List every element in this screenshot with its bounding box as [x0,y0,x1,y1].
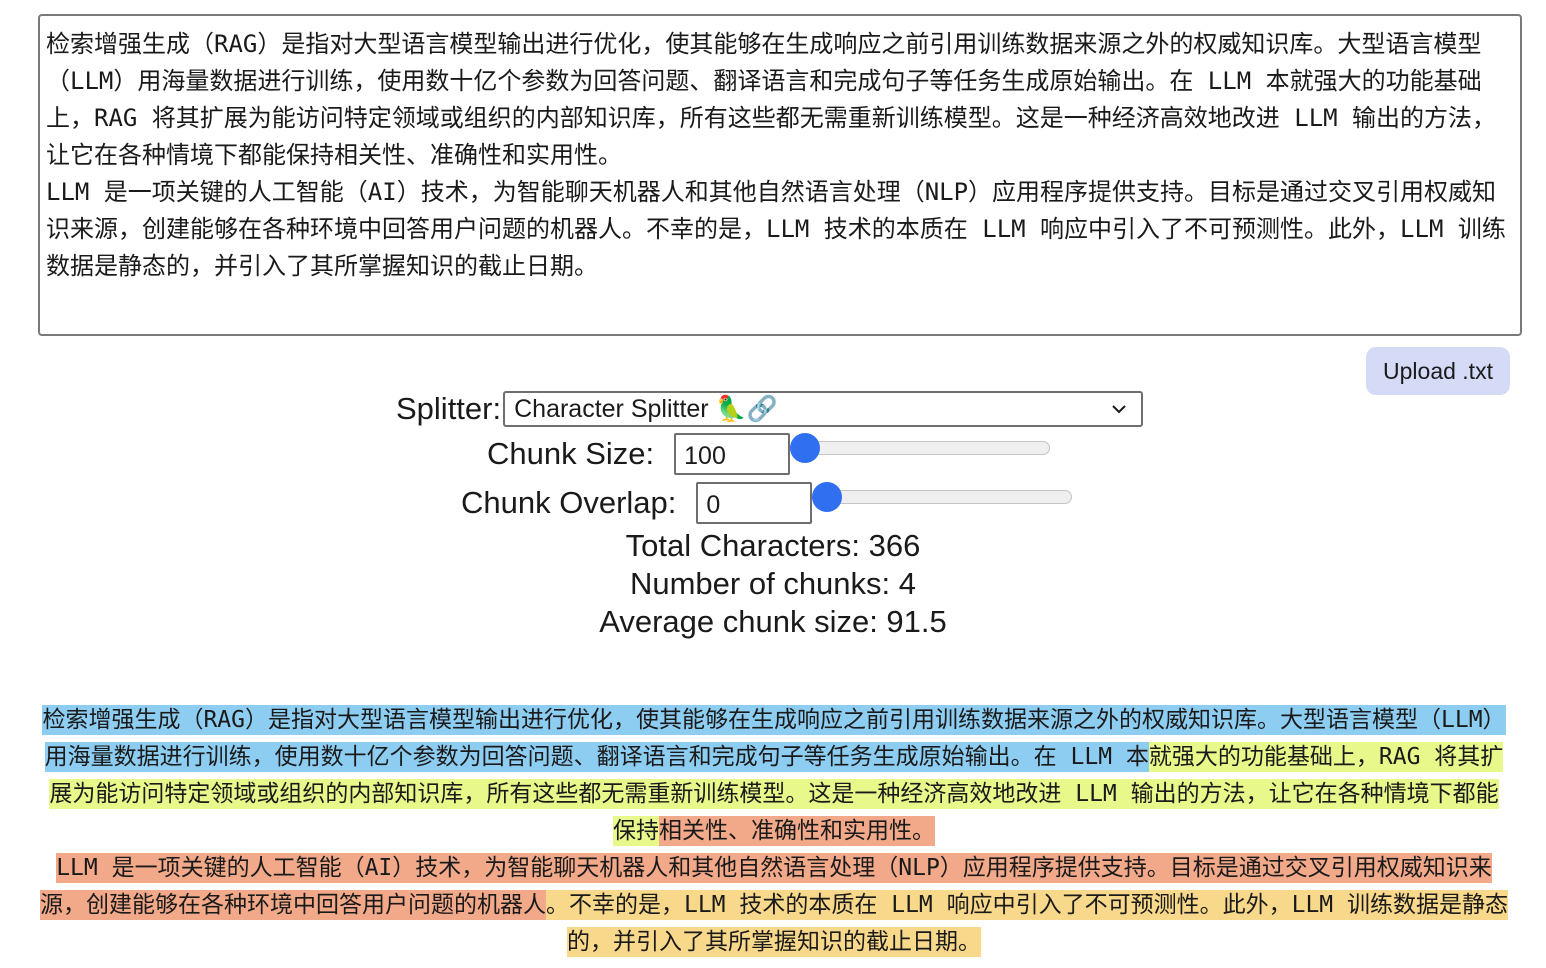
upload-txt-button[interactable]: Upload .txt [1366,347,1510,395]
chunk-size-label: Chunk Size: [487,436,655,471]
chunk-size-slider[interactable] [790,433,1052,463]
chunk-overlap-label: Chunk Overlap: [461,485,677,520]
slider-thumb[interactable] [812,482,843,512]
total-characters: Total Characters: 366 [625,528,921,563]
chunk-overlap-row: Chunk Overlap: [461,481,1074,525]
splitter-select[interactable]: Character Splitter 🦜🔗 [503,391,1144,427]
chunk-4: 。不幸的是，LLM 技术的本质在 LLM 响应中引入了不可预测性。此外，LLM … [545,890,1508,957]
chunk-overlap-input[interactable] [696,482,813,524]
source-text-area[interactable]: 检索增强生成（RAG）是指对大型语言模型输出进行优化，使其能够在生成响应之前引用… [38,14,1522,336]
chunk-overlap-slider[interactable] [812,482,1074,512]
stats-panel: Total Characters: 366 Number of chunks: … [0,527,1546,641]
splitter-selected-value: Character Splitter 🦜🔗 [514,394,778,423]
chunk-size-row: Chunk Size: [487,432,1052,476]
slider-track [790,441,1051,455]
slider-track [812,490,1073,504]
splitter-label: Splitter: [396,391,502,426]
chunk-size-input[interactable] [674,433,791,475]
average-chunk-size: Average chunk size: 91.5 [599,604,947,639]
chevron-down-icon [1112,405,1126,414]
number-of-chunks: Number of chunks: 4 [629,566,917,601]
chunk-3: 相关性、准确性和实用性。 [659,816,935,846]
splitter-row: Splitter: Character Splitter 🦜🔗 [396,388,1144,430]
slider-thumb[interactable] [790,433,821,463]
chunk-visualization: 检索增强生成（RAG）是指对大型语言模型输出进行优化，使其能够在生成响应之前引用… [38,702,1510,961]
